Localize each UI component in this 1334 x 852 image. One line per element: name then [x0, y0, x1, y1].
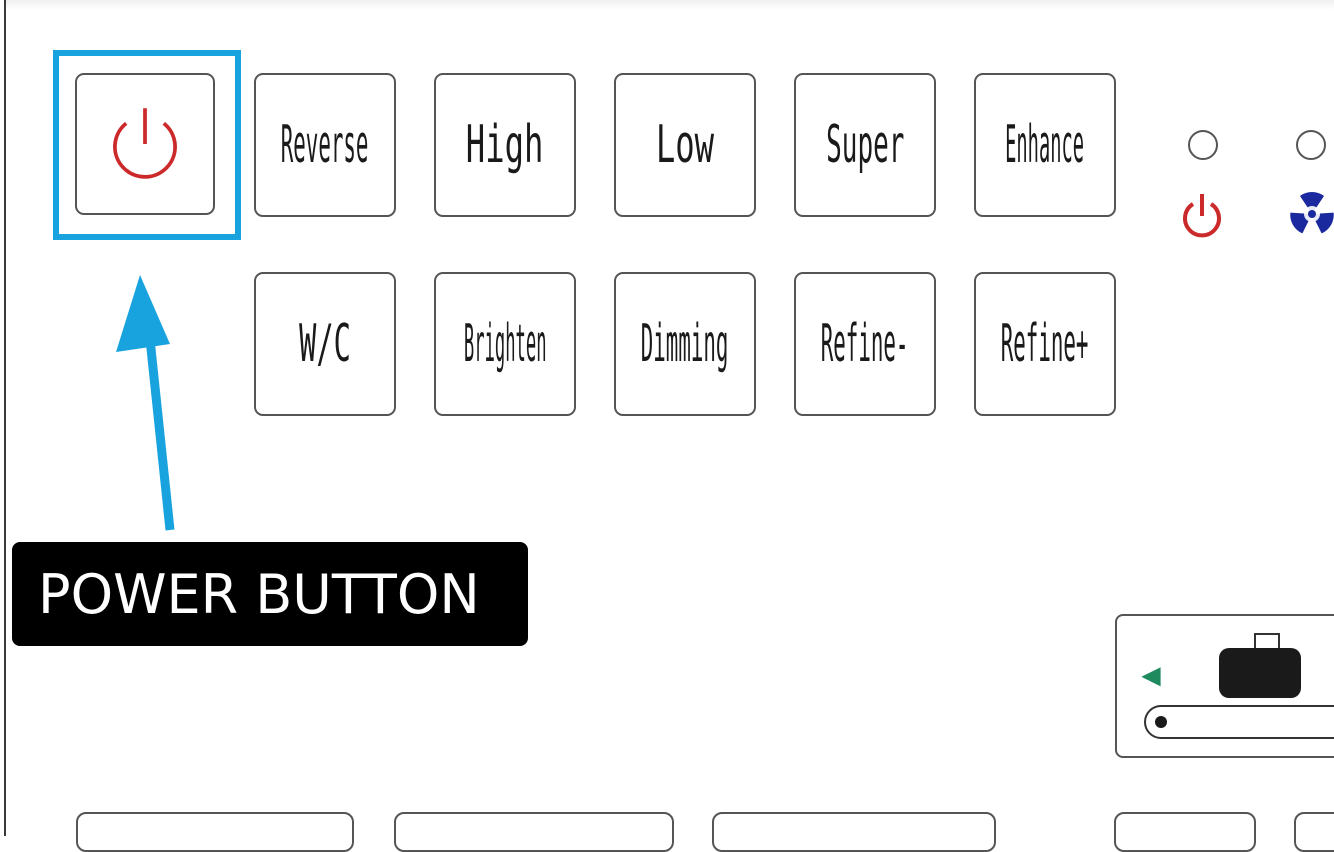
bottom-key-5[interactable] [1294, 812, 1334, 852]
bottom-key-2[interactable] [394, 812, 674, 852]
bottom-key-1[interactable] [76, 812, 354, 852]
refine-plus-label: Refine+ [1001, 314, 1089, 374]
dimming-button[interactable]: Dimming [614, 272, 756, 416]
callout-label-box: POWER BUTTON [12, 542, 528, 646]
high-button[interactable]: High [434, 73, 576, 217]
power-indicator-led [1188, 130, 1218, 160]
reverse-button[interactable]: Reverse [254, 73, 396, 217]
callout-arrow [116, 275, 175, 531]
bottom-key-4[interactable] [1114, 812, 1256, 852]
low-label: Low [655, 115, 715, 175]
power-button[interactable] [75, 73, 215, 215]
left-triangle-icon [1141, 667, 1161, 687]
bottom-key-3[interactable] [712, 812, 996, 852]
brighten-button[interactable]: Brighten [434, 272, 576, 416]
conveyor-belt-icon [1141, 633, 1334, 739]
panel-frame [4, 0, 1334, 836]
radiation-icon [1290, 192, 1334, 234]
power-button-highlight [53, 50, 241, 240]
enhance-label: Enhance [1005, 115, 1085, 175]
top-strip [6, 0, 1334, 10]
conveyor-belt-panel[interactable] [1115, 614, 1334, 758]
reverse-label: Reverse [281, 115, 369, 175]
w-c-button[interactable]: W/C [254, 272, 396, 416]
refine-plus-button[interactable]: Refine+ [974, 272, 1116, 416]
super-button[interactable]: Super [794, 73, 936, 217]
enhance-button[interactable]: Enhance [974, 73, 1116, 217]
w-c-label: W/C [299, 314, 351, 374]
refine-minus-button[interactable]: Refine- [794, 272, 936, 416]
high-label: High [466, 115, 544, 175]
power-icon [113, 108, 177, 179]
refine-minus-label: Refine- [821, 314, 909, 374]
super-label: Super [825, 115, 905, 175]
power-icon [1183, 194, 1221, 238]
brighten-label: Brighten [463, 314, 547, 374]
radiation-indicator-led [1296, 130, 1326, 160]
dimming-label: Dimming [641, 314, 729, 374]
low-button[interactable]: Low [614, 73, 756, 217]
callout-label: POWER BUTTON [38, 562, 480, 626]
